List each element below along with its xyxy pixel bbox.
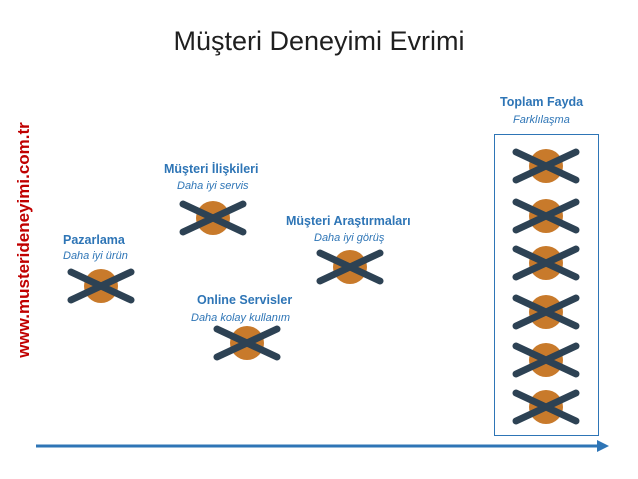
total-label: Toplam Fayda: [500, 95, 584, 109]
crossed-circle-icon: [316, 249, 384, 285]
stage-label-online: Online Servisler: [197, 293, 293, 307]
crossed-circle-icon: [512, 294, 580, 330]
crossed-circle-icon: [179, 200, 247, 236]
stage-sub-pazarlama: Daha iyi ürün: [63, 250, 128, 262]
crossed-circle-icon: [512, 342, 580, 378]
stage-label-iliskileri: Müşteri İlişkileri: [164, 162, 259, 176]
stage-sub-online: Daha kolay kullanım: [191, 312, 291, 324]
crossed-circle-icon: [512, 148, 580, 184]
crossed-circle-icon: [213, 325, 281, 361]
total-frame: [494, 134, 599, 436]
stage-label-arastirmalari: Müşteri Araştırmaları: [286, 214, 411, 228]
crossed-circle-icon: [512, 245, 580, 281]
stage-sub-iliskileri: Daha iyi servis: [177, 180, 249, 192]
crossed-circle-icon: [512, 389, 580, 425]
total-sub: Farklılaşma: [513, 114, 570, 126]
stage-sub-arastirmalari: Daha iyi görüş: [314, 232, 385, 244]
stage-label-pazarlama: Pazarlama: [63, 233, 125, 247]
crossed-circle-icon: [67, 268, 135, 304]
page-title: Müşteri Deneyimi Evrimi: [173, 26, 465, 56]
crossed-circle-icon: [512, 198, 580, 234]
